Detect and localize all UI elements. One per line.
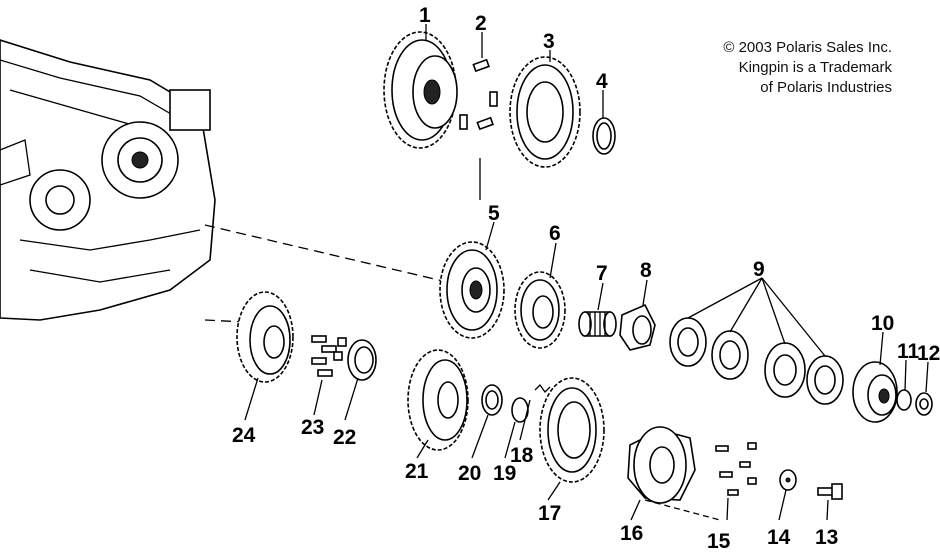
part-24-gear bbox=[236, 291, 294, 383]
part-20-washer bbox=[481, 384, 503, 416]
part-6-gear bbox=[514, 271, 566, 349]
part-13-bolt bbox=[817, 483, 843, 500]
callout-7: 7 bbox=[596, 262, 608, 285]
part-14-washer bbox=[779, 469, 797, 491]
part-2-pins bbox=[459, 58, 498, 131]
callout-22: 22 bbox=[333, 426, 356, 449]
trademark-line: Kingpin is a Trademark bbox=[738, 59, 892, 76]
copyright-notice: © 2003 Polaris Sales Inc. Kingpin is a T… bbox=[723, 38, 892, 98]
callout-13: 13 bbox=[815, 526, 838, 549]
part-17-sprocket bbox=[539, 377, 605, 483]
callout-23: 23 bbox=[301, 416, 324, 439]
callout-10: 10 bbox=[871, 312, 894, 335]
callout-5: 5 bbox=[488, 202, 500, 225]
callout-16: 16 bbox=[620, 522, 643, 545]
part-12-nut bbox=[915, 392, 933, 416]
part-4-snap-ring bbox=[592, 117, 616, 155]
callout-20: 20 bbox=[458, 462, 481, 485]
trademark-owner-line: of Polaris Industries bbox=[760, 79, 892, 96]
part-16-housing bbox=[627, 426, 696, 504]
callout-8: 8 bbox=[640, 259, 652, 282]
part-1-gear bbox=[383, 31, 458, 149]
part-8-hub bbox=[619, 303, 656, 351]
copyright-line: © 2003 Polaris Sales Inc. bbox=[723, 39, 892, 56]
part-5-gear bbox=[439, 241, 505, 339]
callout-labels: 1 2 3 4 5 6 7 8 9 10 11 12 13 14 15 16 1… bbox=[232, 4, 940, 553]
callout-18: 18 bbox=[510, 444, 534, 467]
callout-6: 6 bbox=[549, 222, 561, 245]
part-11-washer bbox=[896, 389, 912, 411]
part-21-gear bbox=[407, 349, 469, 451]
callout-12: 12 bbox=[917, 342, 940, 365]
part-10-drum bbox=[852, 361, 898, 423]
callout-11: 11 bbox=[897, 340, 920, 363]
callout-19: 19 bbox=[493, 462, 516, 485]
part-7-needle-bearing bbox=[578, 311, 617, 337]
engine-block bbox=[0, 39, 216, 321]
part-23-bolts bbox=[311, 335, 347, 377]
part-18-spring bbox=[534, 383, 551, 394]
callout-14: 14 bbox=[767, 526, 791, 549]
callout-21: 21 bbox=[405, 460, 429, 483]
callout-15: 15 bbox=[707, 530, 731, 552]
callout-1: 1 bbox=[419, 4, 431, 27]
part-3-ring-gear bbox=[509, 56, 581, 168]
callout-2: 2 bbox=[475, 12, 487, 35]
callout-9: 9 bbox=[753, 258, 765, 281]
callout-3: 3 bbox=[543, 30, 555, 53]
part-15-bolts bbox=[715, 442, 757, 496]
callout-24: 24 bbox=[232, 424, 256, 447]
leader-lines bbox=[244, 24, 929, 521]
part-9-washers bbox=[669, 317, 844, 405]
callout-4: 4 bbox=[596, 70, 608, 93]
part-22-seal bbox=[347, 339, 377, 381]
callout-17: 17 bbox=[538, 502, 561, 525]
